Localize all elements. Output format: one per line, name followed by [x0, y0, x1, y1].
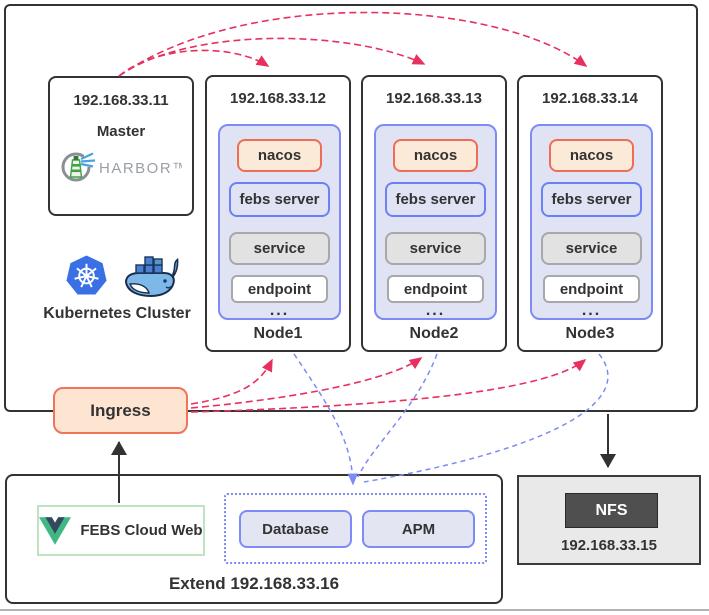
kubernetes-icon: [65, 255, 107, 295]
harbor-logo-icon: HARBOR™: [61, 152, 182, 182]
node2-pod-panel: nacos febs server service endpoint ...: [374, 124, 497, 320]
ingress-box: Ingress: [53, 387, 188, 434]
node2-pod-endpoint: endpoint: [387, 275, 484, 303]
node1-pod-endpoint: endpoint: [231, 275, 328, 303]
cluster-icons: [48, 250, 194, 302]
node1-pod-panel: nacos febs server service endpoint ...: [218, 124, 341, 320]
node2-name: Node2: [409, 325, 459, 342]
node1-ip: 192.168.33.12: [230, 90, 326, 107]
node3-pod-endpoint: endpoint: [543, 275, 640, 303]
master-box: 192.168.33.11 Master HARBOR™: [48, 76, 194, 216]
node3-pod-febs-server: febs server: [541, 182, 642, 217]
node1-name: Node1: [253, 325, 303, 342]
docker-icon: [124, 255, 178, 297]
window-bottom-edge: [0, 609, 709, 611]
node3-name: Node3: [565, 325, 615, 342]
node3-pods-ellipsis: ...: [581, 302, 602, 319]
febs-cloud-web-label: FEBS Cloud Web: [80, 522, 203, 539]
node3-box: 192.168.33.14 nacos febs server service …: [517, 75, 663, 352]
nfs-label-box: NFS: [565, 493, 658, 528]
node1-pods-ellipsis: ...: [269, 302, 290, 319]
node1-box: 192.168.33.12 nacos febs server service …: [205, 75, 351, 352]
node2-box: 192.168.33.13 nacos febs server service …: [361, 75, 507, 352]
node2-pods-ellipsis: ...: [425, 302, 446, 319]
vue-icon: [39, 516, 72, 545]
node1-pod-febs-server: febs server: [229, 182, 330, 217]
ingress-label: Ingress: [90, 400, 151, 420]
node3-ip: 192.168.33.14: [542, 90, 638, 107]
apm-box: APM: [362, 510, 475, 548]
node2-pod-nacos: nacos: [393, 139, 478, 172]
database-box: Database: [239, 510, 352, 548]
nfs-ip: 192.168.33.15: [561, 537, 657, 554]
node1-pod-service: service: [229, 232, 330, 265]
database-apm-group: Database APM: [224, 493, 487, 564]
nfs-box: NFS 192.168.33.15: [517, 475, 701, 565]
node3-pod-panel: nacos febs server service endpoint ...: [530, 124, 653, 320]
master-label: Master: [96, 123, 146, 140]
node3-pod-service: service: [541, 232, 642, 265]
febs-cloud-web-box: FEBS Cloud Web: [37, 505, 205, 556]
cluster-label: Kubernetes Cluster: [43, 305, 191, 322]
extend-host-box: FEBS Cloud Web Database APM Extend 192.1…: [5, 474, 503, 604]
node2-pod-febs-server: febs server: [385, 182, 486, 217]
master-ip: 192.168.33.11: [73, 92, 169, 109]
node2-ip: 192.168.33.13: [386, 90, 482, 107]
node3-pod-nacos: nacos: [549, 139, 634, 172]
extend-host-label: Extend 192.168.33.16: [168, 574, 340, 593]
node2-pod-service: service: [385, 232, 486, 265]
harbor-logo: HARBOR™: [50, 149, 192, 185]
node1-pod-nacos: nacos: [237, 139, 322, 172]
harbor-wordmark: HARBOR™: [99, 160, 182, 177]
